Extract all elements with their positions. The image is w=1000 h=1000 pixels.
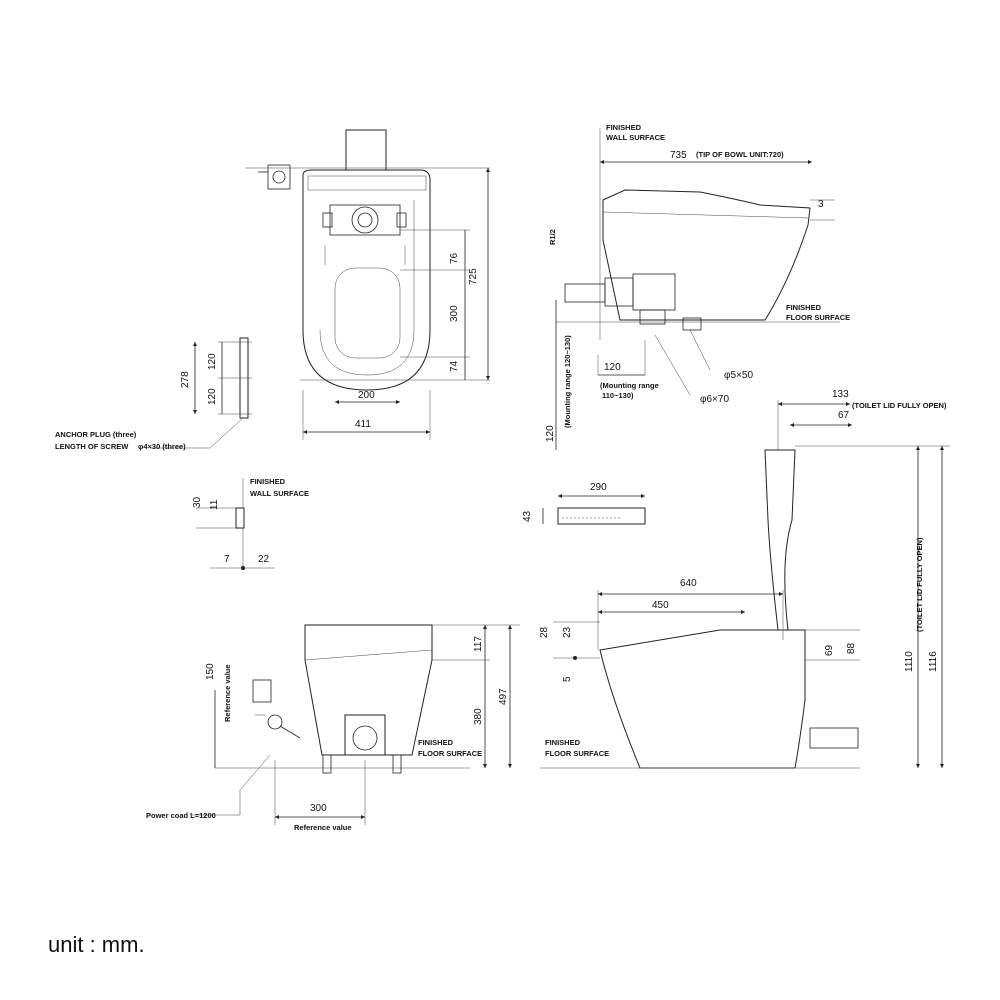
dim-117: 117 bbox=[473, 636, 484, 652]
side-floor-2: FLOOR SURFACE bbox=[786, 313, 850, 322]
dim-278: 278 bbox=[180, 371, 191, 388]
dim-300-front: 300 bbox=[310, 803, 327, 814]
front-view: 150 Reference value 117 380 497 FINISHED… bbox=[146, 624, 520, 832]
detail-wall-2: WALL SURFACE bbox=[250, 489, 309, 498]
tip-note: (TIP OF BOWL UNIT:720) bbox=[696, 150, 784, 159]
ref-value-h: Reference value bbox=[294, 823, 352, 832]
dim-290: 290 bbox=[590, 482, 607, 493]
bowl-opening bbox=[334, 267, 401, 359]
dim-380: 380 bbox=[473, 708, 484, 725]
front-floor-2: FLOOR SURFACE bbox=[418, 749, 482, 758]
unit-label: unit : mm. bbox=[48, 932, 145, 957]
dim-725: 725 bbox=[468, 268, 479, 285]
front-floor-1: FINISHED bbox=[418, 738, 454, 747]
side-valve bbox=[564, 273, 702, 331]
lid-open-note: (TOILET LID FULLY OPEN) bbox=[852, 401, 947, 410]
dim-120-h: 120 bbox=[604, 362, 621, 373]
right-floor-2: FLOOR SURFACE bbox=[545, 749, 609, 758]
side-floor-1: FINISHED bbox=[786, 303, 822, 312]
ref-value-v: Reference value bbox=[223, 664, 232, 722]
anchor-note-2: LENGTH OF SCREW bbox=[55, 442, 129, 451]
mount-range-2: 110~130) bbox=[602, 391, 634, 400]
remote-control: 290 43 bbox=[522, 482, 646, 525]
dim-1116: 1116 bbox=[928, 651, 939, 672]
power-cord: Power coad L=1200 bbox=[146, 811, 216, 820]
dim-640: 640 bbox=[680, 578, 697, 589]
valve-fitting bbox=[322, 204, 407, 236]
dim-120b: 120 bbox=[207, 388, 218, 405]
anchor-note-1: ANCHOR PLUG (three) bbox=[55, 430, 137, 439]
anchor-screw: φ4×30 (three) bbox=[138, 442, 186, 451]
dim-28: 28 bbox=[539, 626, 550, 638]
remote-body bbox=[557, 507, 646, 525]
dim-67: 67 bbox=[838, 410, 850, 421]
side-wall-1: FINISHED bbox=[606, 123, 642, 132]
mount-range-1: (Mounting range bbox=[600, 381, 659, 390]
dim-450: 450 bbox=[652, 600, 669, 611]
side-tap bbox=[258, 164, 291, 190]
phi5-label: φ5×50 bbox=[724, 370, 753, 381]
right-side-view: 133 67 (TOILET LID FULLY OPEN) 640 450 2… bbox=[539, 389, 950, 769]
dim-74: 74 bbox=[449, 360, 460, 372]
dim-120a: 120 bbox=[207, 353, 218, 370]
side-view: FINISHED WALL SURFACE 735 (TIP OF BOWL U… bbox=[545, 123, 850, 450]
dim-120-v: 120 bbox=[545, 425, 556, 442]
dim-11: 11 bbox=[209, 499, 220, 510]
anchor-plate: 278 120 120 ANCHOR PLUG (three) LENGTH O… bbox=[55, 337, 252, 451]
dim-497: 497 bbox=[498, 688, 509, 705]
dim-88: 88 bbox=[846, 642, 857, 654]
dim-43: 43 bbox=[522, 510, 533, 522]
side-wall-2: WALL SURFACE bbox=[606, 133, 665, 142]
dim-1110: 1110 bbox=[904, 651, 915, 672]
dim-200: 200 bbox=[358, 390, 375, 401]
dim-22: 22 bbox=[258, 554, 270, 565]
side-supply bbox=[252, 679, 301, 739]
side-bowl bbox=[602, 189, 811, 321]
dim-69: 69 bbox=[824, 644, 835, 656]
dim-5: 5 bbox=[562, 676, 573, 682]
mount-range-v: (Mounting range 120~130) bbox=[563, 335, 572, 428]
dim-411: 411 bbox=[355, 419, 371, 430]
right-floor-1: FINISHED bbox=[545, 738, 581, 747]
r12-label: R1/2 bbox=[548, 229, 557, 245]
phi6-label: φ6×70 bbox=[700, 394, 729, 405]
dim-735: 735 bbox=[670, 150, 687, 161]
water-pipe bbox=[345, 129, 387, 175]
dim-30: 30 bbox=[192, 496, 203, 508]
right-bowl bbox=[599, 629, 806, 769]
dim-7: 7 bbox=[224, 554, 230, 565]
detail-wall-1: FINISHED bbox=[250, 477, 286, 486]
dim-23: 23 bbox=[562, 626, 573, 638]
dim-300: 300 bbox=[449, 305, 460, 322]
dim-76: 76 bbox=[449, 252, 460, 264]
open-lid bbox=[764, 449, 796, 631]
dim-133: 133 bbox=[832, 389, 849, 400]
wall-detail: FINISHED WALL SURFACE 30 11 7 22 bbox=[192, 477, 309, 570]
top-view: 725 76 300 74 200 411 bbox=[245, 129, 490, 440]
dim-3: 3 bbox=[818, 199, 824, 210]
lid-open-v: (TOILET LID FULLY OPEN) bbox=[915, 537, 924, 632]
dim-150: 150 bbox=[205, 663, 216, 680]
